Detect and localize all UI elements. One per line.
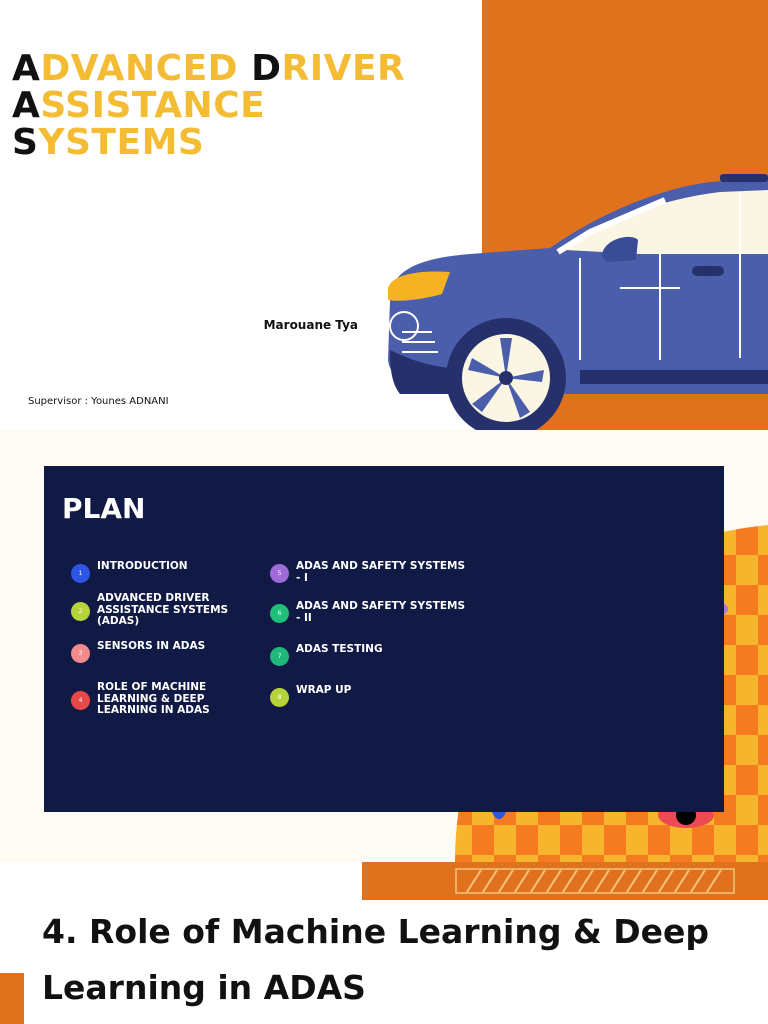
plan-number-badge: 2 bbox=[71, 602, 90, 621]
title-line-1: ADVANCED DRIVER bbox=[12, 48, 406, 89]
plan-item-7: 7 ADAS TESTING bbox=[270, 643, 470, 666]
hatch-decoration bbox=[455, 868, 735, 894]
plan-item-label: ADVANCED DRIVER ASSISTANCE SYSTEMS (ADAS… bbox=[97, 592, 229, 627]
plan-number-badge: 1 bbox=[71, 564, 90, 583]
section-title: 4. Role of Machine Learning & Deep Learn… bbox=[42, 912, 710, 1007]
title-slide: ADVANCED DRIVER ASSISTANCE SYSTEMS Marou… bbox=[0, 0, 768, 430]
plan-panel bbox=[44, 466, 724, 812]
title-line-2: ASSISTANCE bbox=[12, 85, 266, 126]
plan-number-badge: 8 bbox=[270, 688, 289, 707]
plan-number-badge: 3 bbox=[71, 644, 90, 663]
plan-item-6: 6 ADAS AND SAFETY SYSTEMS - II bbox=[270, 600, 470, 624]
plan-item-3: 3 SENSORS IN ADAS bbox=[71, 640, 271, 663]
plan-item-1: 1 INTRODUCTION bbox=[71, 560, 271, 583]
plan-item-label: ADAS AND SAFETY SYSTEMS - I bbox=[296, 560, 465, 584]
plan-number-badge: 5 bbox=[270, 564, 289, 583]
plan-item-label: WRAP UP bbox=[296, 684, 352, 696]
plan-item-label: SENSORS IN ADAS bbox=[97, 640, 206, 652]
orange-tab bbox=[0, 973, 24, 1024]
plan-item-4: 4 ROLE OF MACHINE LEARNING & DEEP LEARNI… bbox=[71, 681, 251, 717]
author-name: Marouane Tya bbox=[263, 318, 358, 332]
plan-item-label: INTRODUCTION bbox=[97, 560, 188, 572]
plan-slide: PLAN 1 INTRODUCTION 2 ADVANCED DRIVER AS… bbox=[0, 430, 768, 862]
plan-title: PLAN bbox=[62, 492, 146, 525]
plan-number-badge: 6 bbox=[270, 604, 289, 623]
title-line-3: SYSTEMS bbox=[12, 122, 205, 163]
car-side-illustration bbox=[388, 174, 768, 430]
plan-item-2: 2 ADVANCED DRIVER ASSISTANCE SYSTEMS (AD… bbox=[71, 592, 261, 628]
plan-item-label: ROLE OF MACHINE LEARNING & DEEP LEARNING… bbox=[97, 681, 210, 716]
plan-item-label: ADAS AND SAFETY SYSTEMS - II bbox=[296, 600, 465, 624]
plan-item-8: 8 WRAP UP bbox=[270, 684, 470, 707]
supervisor-name: Supervisor : Younes ADNANI bbox=[28, 396, 169, 407]
plan-item-label: ADAS TESTING bbox=[296, 643, 383, 655]
plan-item-5: 5 ADAS AND SAFETY SYSTEMS - I bbox=[270, 560, 470, 584]
plan-number-badge: 7 bbox=[270, 647, 289, 666]
plan-number-badge: 4 bbox=[71, 691, 90, 710]
section-slide: 4. Role of Machine Learning & Deep Learn… bbox=[0, 862, 768, 1024]
